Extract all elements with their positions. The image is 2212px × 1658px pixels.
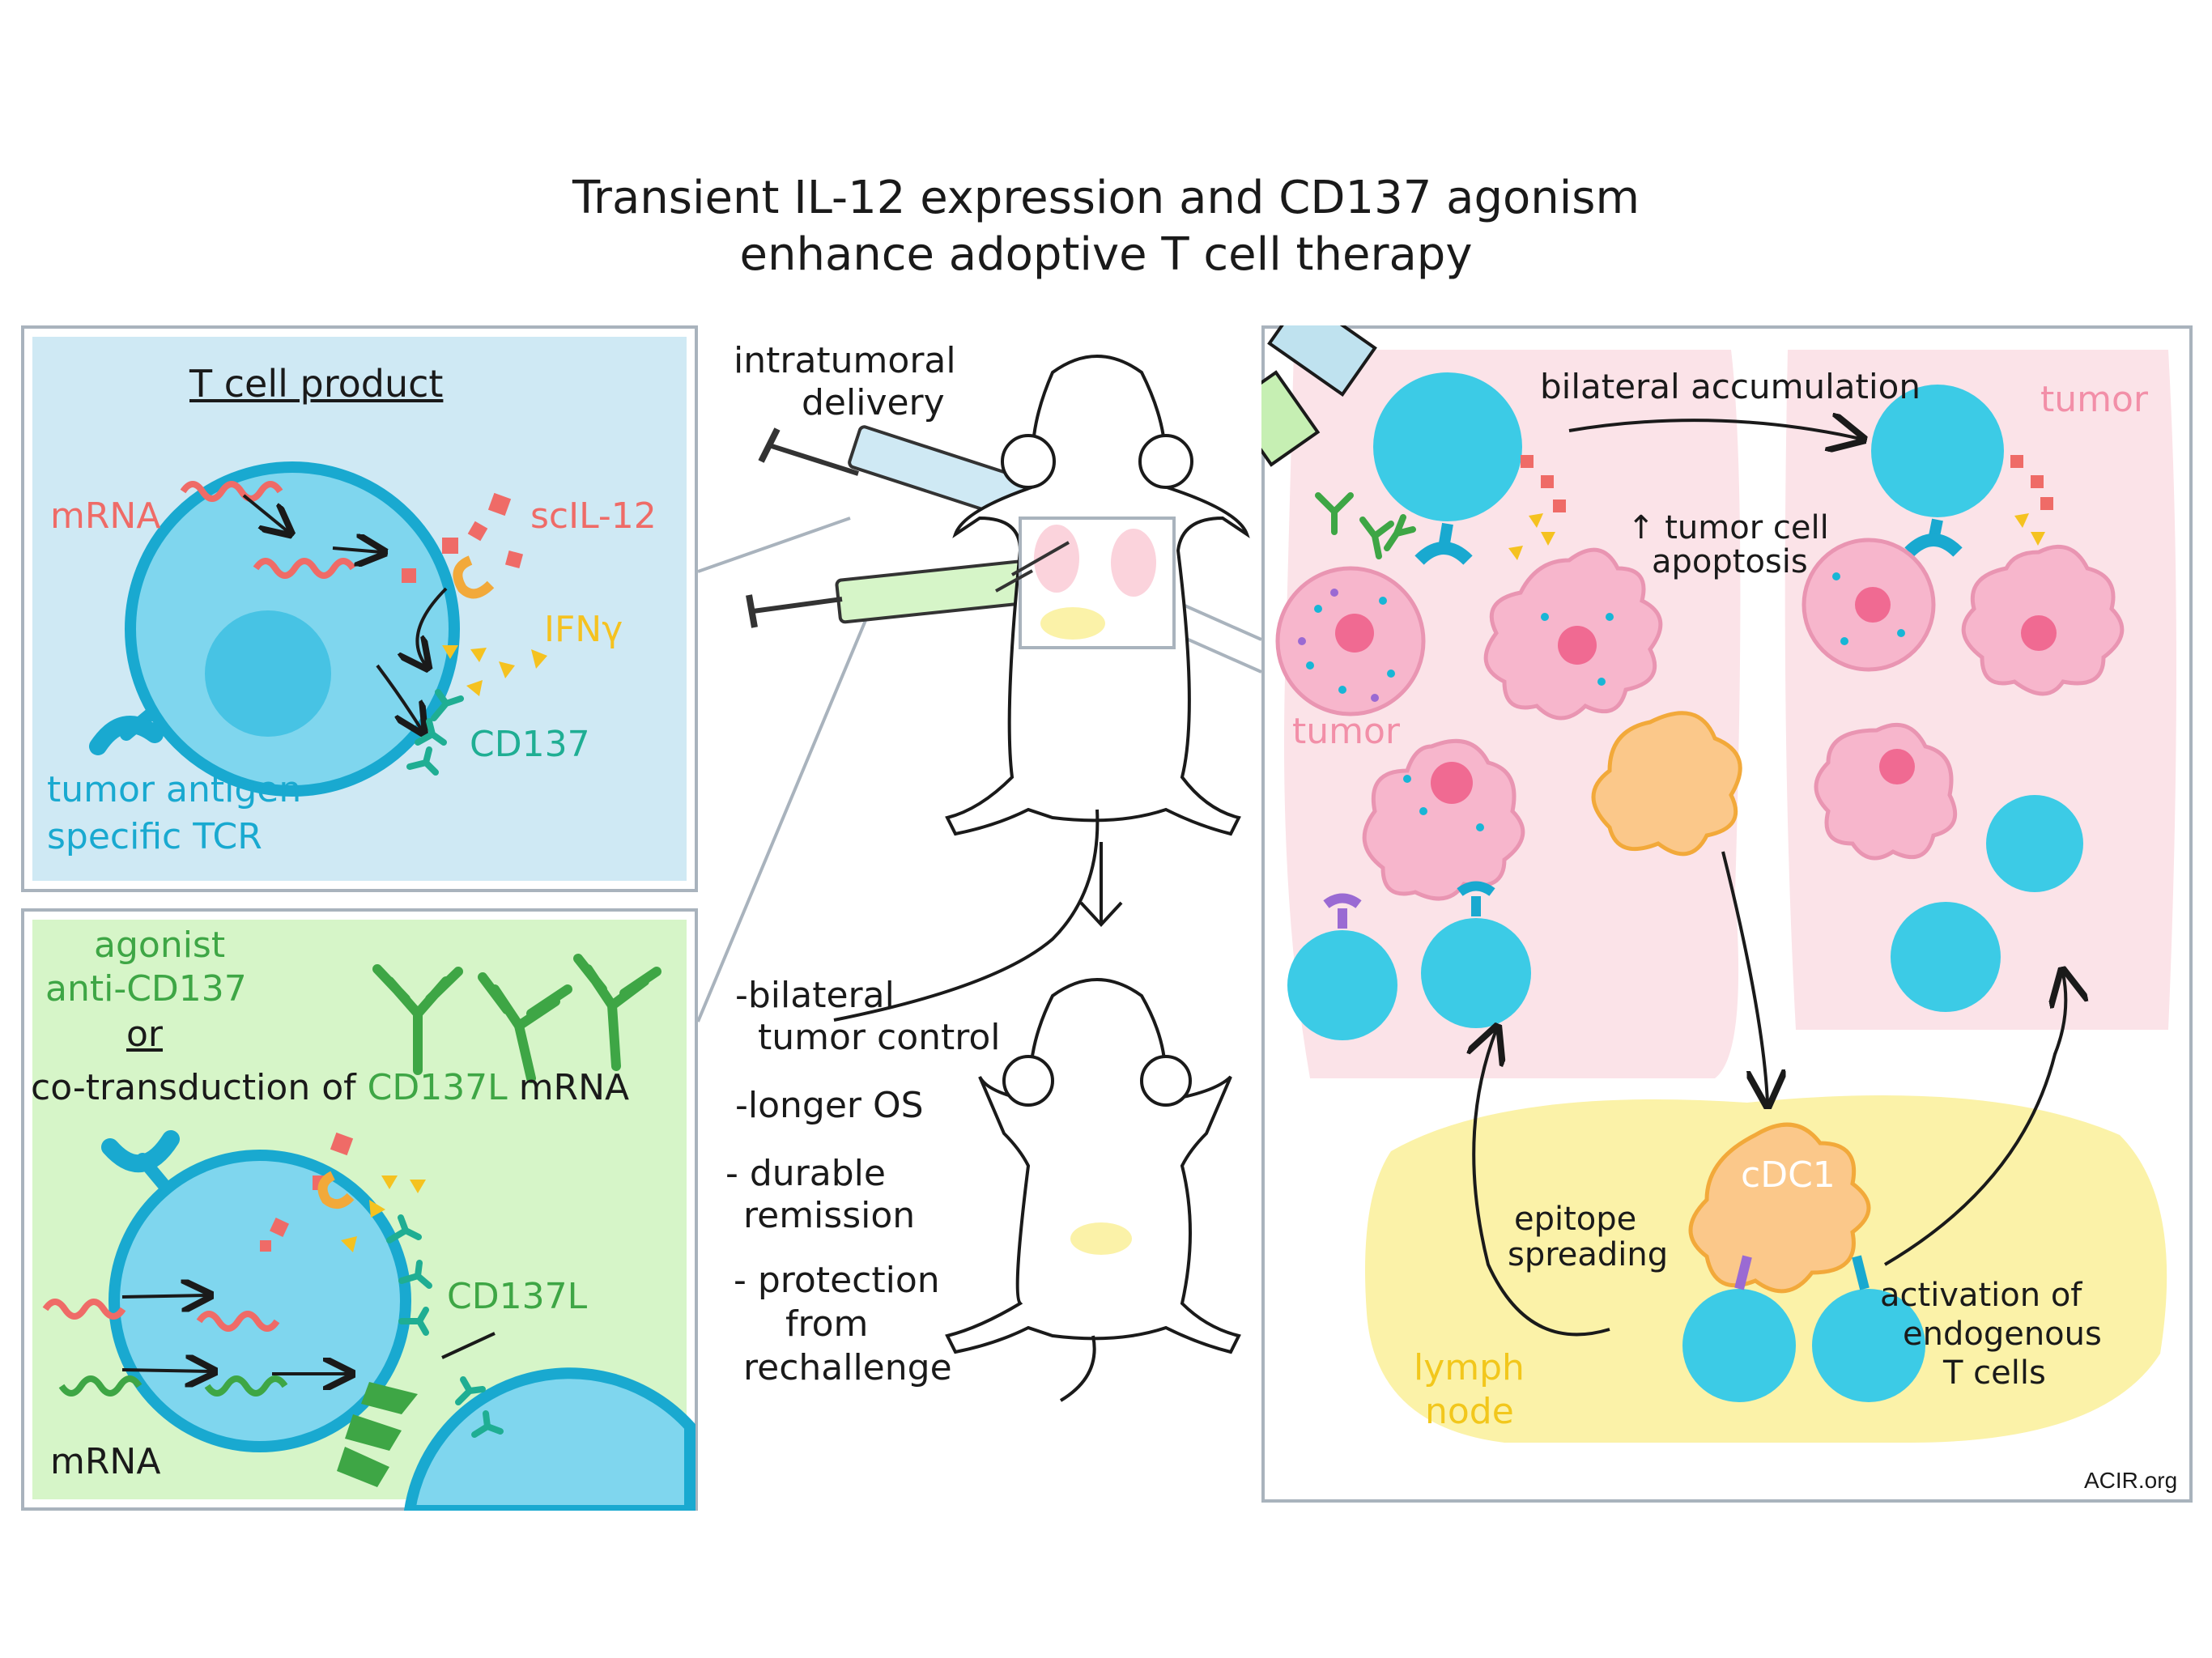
ifng-icon [442, 645, 547, 696]
cdc1-label: cDC1 [1741, 1154, 1836, 1196]
tcell-icon [1986, 795, 2083, 892]
cotransduction-prefix: co-transduction of [31, 1067, 368, 1108]
tcell-icon [1421, 918, 1531, 1028]
mrna-icon [180, 481, 283, 502]
cd137l-icon [337, 1382, 418, 1487]
cotransduction-cd137l: CD137L [367, 1067, 508, 1108]
activation-label-line-1: activation of [1880, 1277, 2082, 1314]
figure-title: Transient IL-12 expression and CD137 ago… [0, 170, 2212, 283]
activation-label-line-3: T cells [1943, 1354, 2046, 1392]
down-arrow-icon [1079, 842, 1123, 927]
agonist-label-line-2: anti-CD137 [45, 968, 247, 1010]
activation-label-line-2: endogenous [1903, 1316, 2102, 1353]
tumor-cell-icon [1275, 566, 1426, 716]
title-line-2: enhance adoptive T cell therapy [739, 228, 1473, 281]
cd137l-label: CD137L [447, 1276, 588, 1317]
lymph-node-icon [1070, 1222, 1132, 1255]
delivery-label-line-2: delivery [802, 382, 945, 423]
outcome-1-line-2: tumor control [758, 1017, 1001, 1058]
outcome-3-line-2: remission [743, 1195, 916, 1236]
cd137l-mrna-icon [58, 1375, 143, 1397]
tumor-right-label: tumor [2040, 379, 2149, 420]
tcell-product-heading: T cell product [189, 362, 444, 406]
tcell-icon [1373, 372, 1522, 565]
tcell-icon [1871, 385, 2004, 557]
tumor-cell-icon [1961, 544, 2125, 696]
needle-tip-icon [1261, 370, 1321, 467]
lymph-node-icon [1040, 607, 1105, 640]
dendritic-cell-icon [1688, 1122, 1871, 1294]
title-line-1: Transient IL-12 expression and CD137 ago… [572, 172, 1640, 224]
mouse-icon [945, 978, 1241, 1402]
tumor-cell-icon [1802, 538, 1936, 672]
mrna-icon [42, 1299, 126, 1320]
antibody-icon [478, 972, 572, 1083]
scil12-icon [402, 492, 524, 583]
antibody-icon [1315, 492, 1416, 559]
tcell-icon [1891, 902, 2001, 1012]
cotransduction-suffix: mRNA [507, 1067, 630, 1108]
delivery-label-line-1: intratumoral [734, 340, 956, 381]
agonist-label-line-1: agonist [94, 925, 226, 966]
apoptosis-label-line-1: ↑ tumor cell [1627, 509, 1829, 546]
tcell-icon [1682, 1289, 1796, 1402]
antibody-icon [372, 964, 463, 1075]
tumor-cell-icon [1362, 738, 1525, 901]
tumor-cell-icon [1483, 547, 1663, 721]
mrna-in-cell-icon [196, 1311, 280, 1332]
tcell-icon [1287, 930, 1397, 1040]
target-cell-icon [403, 1367, 696, 1511]
tcr-label-line-1: tumor antigen- [47, 769, 315, 810]
lymph-node-label-line-1: lymph [1414, 1347, 1525, 1388]
il12-receptor-icon [453, 555, 495, 599]
apoptotic-cell-icon [1591, 711, 1742, 857]
mrna-label: mRNA [50, 495, 161, 537]
cd137-icon [406, 689, 464, 776]
needle-tip-icon [1267, 325, 1377, 397]
tcell-icon [1812, 1289, 1925, 1402]
outcome-4-line-3: rechallenge [743, 1347, 952, 1388]
tumor-cell-icon [1814, 722, 1958, 861]
epitope-label-line-2: spreading [1508, 1236, 1669, 1273]
outcome-4-line-1: - protection [734, 1260, 940, 1301]
mrna-in-cell-icon [253, 558, 356, 579]
tcr-label-line-2: specific TCR [47, 816, 262, 857]
agonist-illustration [42, 954, 696, 1511]
outcome-1-line-1: -bilateral [735, 975, 895, 1016]
tumor-right-icon [1111, 529, 1156, 597]
bilateral-arrow-icon [1568, 420, 1861, 439]
mrna-label-bottom: mRNA [50, 1441, 161, 1482]
bilateral-accumulation-label: bilateral accumulation [1540, 367, 1921, 406]
apoptosis-label-line-2: apoptosis [1652, 543, 1808, 580]
epitope-label-line-1: epitope [1514, 1201, 1637, 1238]
outcome-3-line-1: - durable [725, 1153, 886, 1194]
mechanism-illustration [1261, 325, 2176, 1443]
tcell-product-illustration [89, 461, 547, 797]
cd137-label: CD137 [470, 724, 590, 765]
scil12-label: scIL-12 [530, 495, 657, 537]
antibody-icon [573, 954, 661, 1071]
tumor-left-label: tumor [1292, 711, 1401, 752]
ifng-label: IFNγ [544, 609, 623, 650]
outcome-4-line-2: from [785, 1303, 869, 1345]
outcome-2: -longer OS [735, 1085, 924, 1126]
mouse-treatment-illustration [746, 355, 1250, 1402]
lymph-node-label-line-2: node [1425, 1391, 1514, 1432]
cotransduction-label: co-transduction of CD137L mRNA [31, 1067, 629, 1109]
cd137l-mrna-in-cell-icon [204, 1375, 288, 1397]
credit-label: ACIR.org [2084, 1468, 2178, 1493]
or-label: or [126, 1014, 164, 1055]
